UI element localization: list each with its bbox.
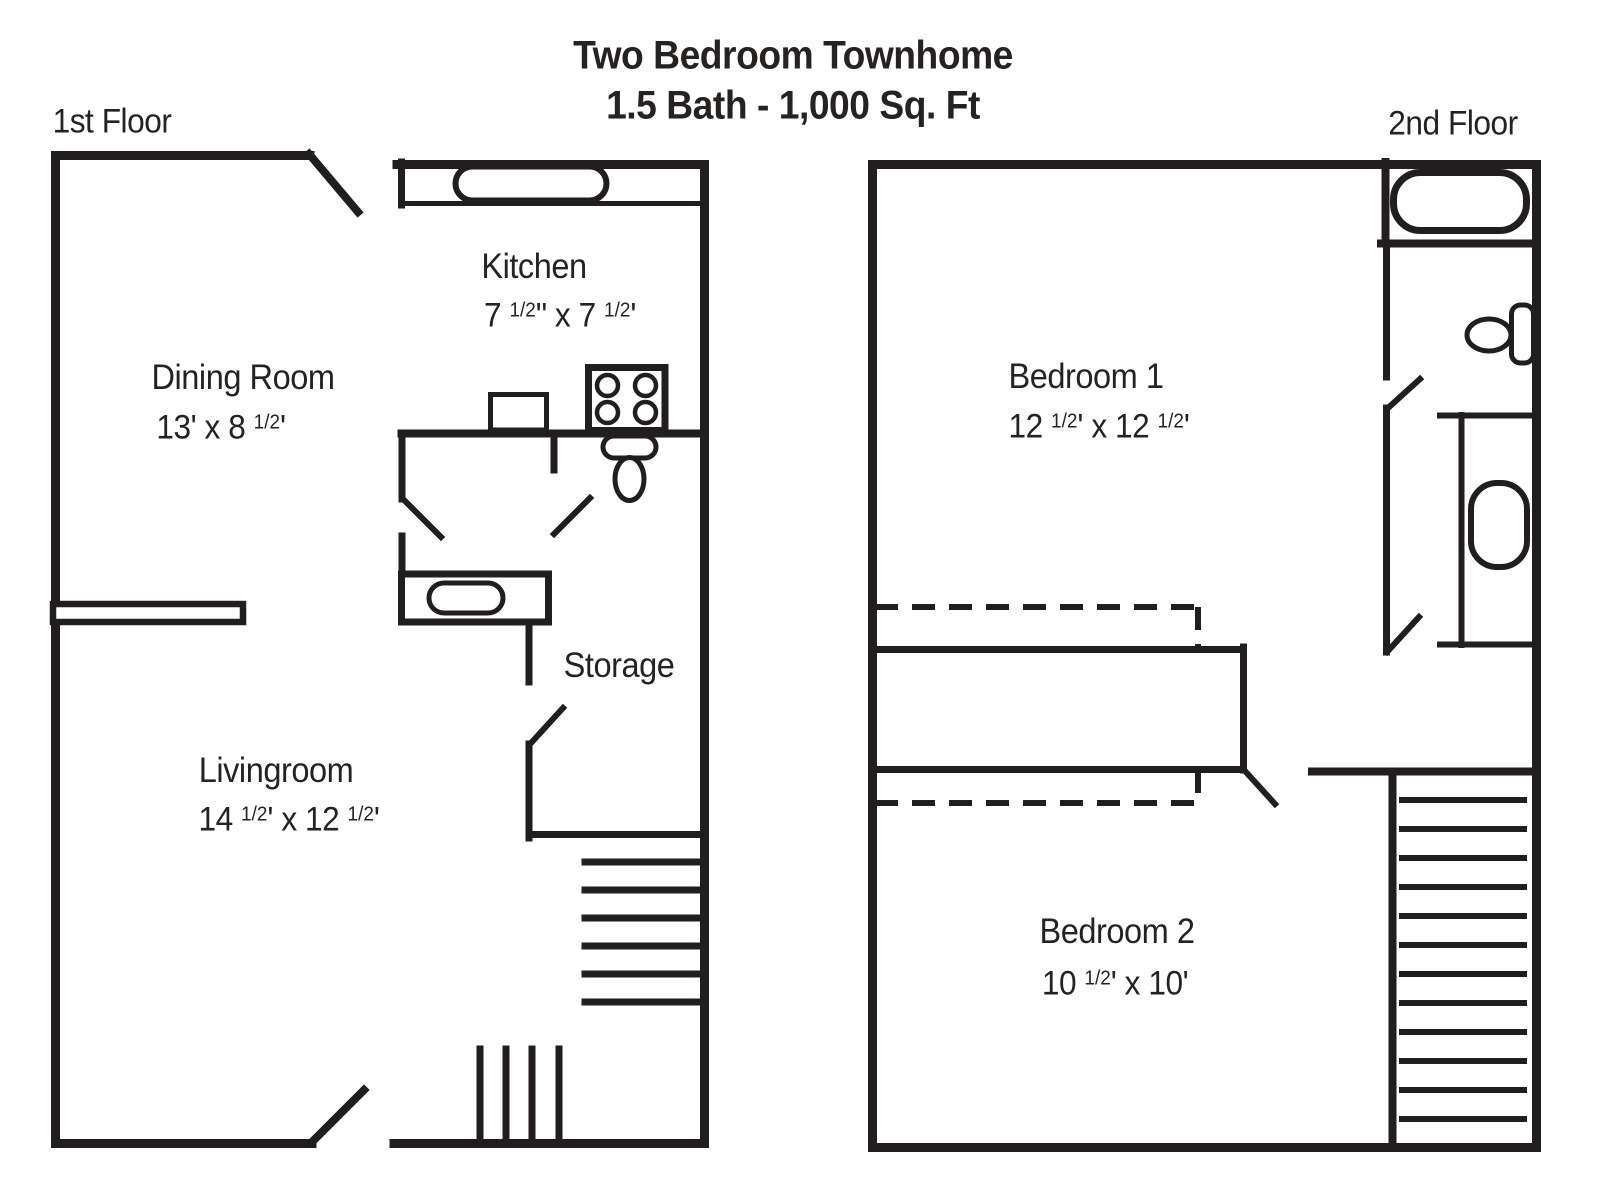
first-floor-label: 1st Floor: [52, 102, 172, 141]
plan-title-line2: 1.5 Bath - 1,000 Sq. Ft: [606, 83, 980, 128]
vanity-sink-icon-1f: [398, 570, 552, 626]
front-door-icon: [306, 1084, 370, 1148]
half-bath-walls: [397, 429, 708, 578]
storage-walls: [525, 618, 708, 842]
exterior-walls-2f: [868, 160, 1541, 1152]
rear-door-icon: [303, 148, 364, 218]
stairs-1f-icon: [476, 858, 708, 1146]
kitchen-counter-sink-icon: [398, 158, 703, 209]
kitchen-dims: 7 1/2" x 7 1/2': [484, 296, 636, 335]
bedroom1-dims: 12 1/2' x 12 1/2': [1008, 407, 1190, 446]
bedroom2-label: Bedroom 2: [1039, 912, 1195, 951]
half-wall-divider-icon: [49, 600, 247, 626]
second-floor-label: 2nd Floor: [1388, 104, 1518, 143]
toilet-icon-1f: [600, 433, 659, 503]
bedroom2-dims: 10 1/2' x 10': [1041, 964, 1189, 1003]
bathroom-door-icons: [1382, 374, 1425, 657]
first-floor-plan: [49, 148, 709, 1148]
dining-room-dims: 13' x 8 1/2': [156, 408, 286, 447]
second-floor-plan: [868, 158, 1541, 1152]
bedroom1-label: Bedroom 1: [1008, 357, 1164, 396]
dining-room-label: Dining Room: [151, 358, 335, 397]
stairwell-dashed-lines: [875, 604, 1201, 806]
plan-title-line1: Two Bedroom Townhome: [573, 33, 1013, 78]
stairs-2f-icon: [1388, 768, 1527, 1150]
bedroom2-door-icon: [1240, 766, 1280, 809]
kitchen-label: Kitchen: [481, 247, 587, 286]
livingroom-label: Livingroom: [198, 751, 354, 790]
half-bath-door-icon: [399, 493, 595, 542]
storage-door-icon: [526, 703, 568, 748]
stairwell-opening-icon: [868, 643, 1247, 774]
livingroom-dims: 14 1/2' x 12 1/2': [198, 800, 380, 839]
base-cabinet-icon: [488, 392, 549, 433]
stove-icon: [585, 364, 669, 434]
bathtub-icon: [1390, 169, 1530, 234]
bathtub-room-walls: [1377, 158, 1538, 248]
vanity-sink-icon-2f: [1437, 412, 1537, 648]
toilet-icon-2f: [1464, 302, 1536, 366]
storage-label: Storage: [563, 646, 675, 685]
